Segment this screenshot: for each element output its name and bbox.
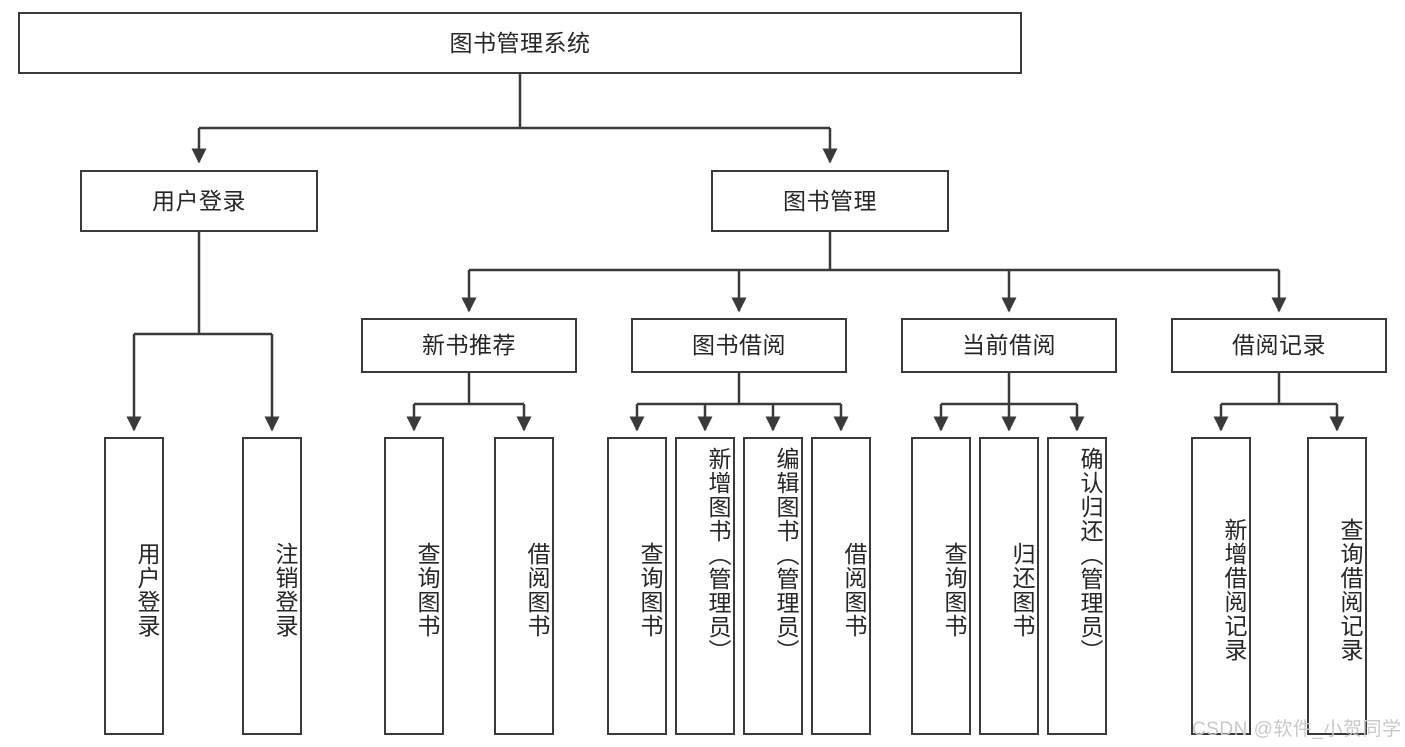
node-current-borrowing[interactable]: 当前借阅: [901, 318, 1117, 373]
leaf-borrow-books-recommend[interactable]: 借阅图书: [494, 437, 554, 735]
leaf-query-books-recommend[interactable]: 查询图书: [384, 437, 444, 735]
leaf-add-borrow-record[interactable]: 新增借阅记录: [1191, 437, 1251, 735]
leaf-add-book-admin[interactable]: 新增图书（管理员）: [675, 437, 735, 735]
node-new-book-recommendation[interactable]: 新书推荐: [361, 318, 577, 373]
node-root-book-management-system[interactable]: 图书管理系统: [18, 12, 1022, 74]
leaf-borrow-book[interactable]: 借阅图书: [811, 437, 871, 735]
leaf-query-borrow-record[interactable]: 查询借阅记录: [1307, 437, 1367, 735]
leaf-edit-book-admin[interactable]: 编辑图书（管理员）: [743, 437, 803, 735]
node-user-login[interactable]: 用户登录: [80, 170, 318, 232]
leaf-return-book[interactable]: 归还图书: [979, 437, 1039, 735]
leaf-user-login[interactable]: 用户登录: [104, 437, 164, 735]
csdn-watermark: CSDN @软件_小贺同学: [1192, 719, 1402, 740]
leaf-logout[interactable]: 注销登录: [242, 437, 302, 735]
leaf-query-books-borrow[interactable]: 查询图书: [607, 437, 667, 735]
node-book-borrowing[interactable]: 图书借阅: [631, 318, 847, 373]
node-borrowing-record[interactable]: 借阅记录: [1171, 318, 1387, 373]
leaf-confirm-return-admin[interactable]: 确认归还（管理员）: [1047, 437, 1107, 735]
leaf-query-books-current[interactable]: 查询图书: [911, 437, 971, 735]
node-book-management[interactable]: 图书管理: [711, 170, 949, 232]
